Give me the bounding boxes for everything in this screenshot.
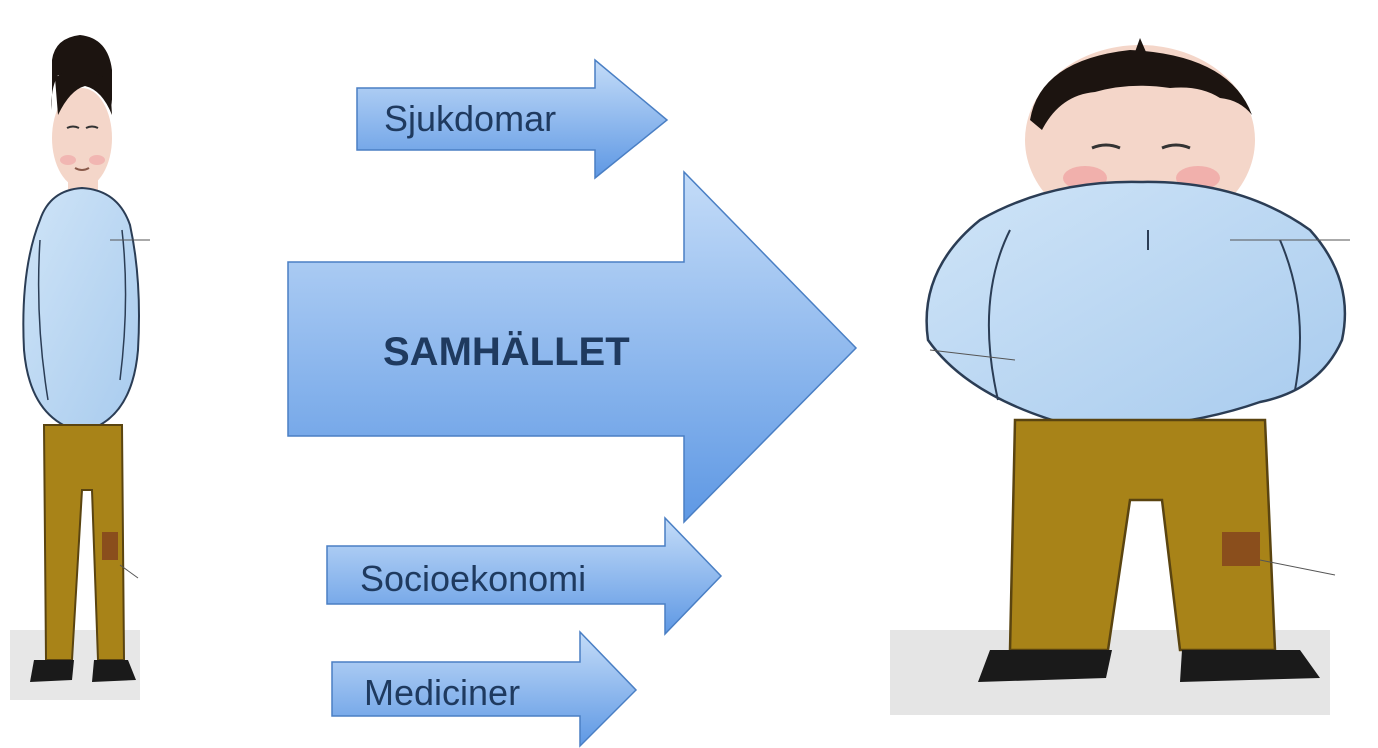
arrow-label-mediciner: Mediciner xyxy=(364,672,521,713)
arrow-samhallet xyxy=(287,170,858,524)
left-shoe xyxy=(30,660,74,682)
knee-patch xyxy=(102,532,118,560)
sweater xyxy=(22,186,140,434)
arrow-sjukdomar xyxy=(356,58,669,180)
sweater xyxy=(925,180,1347,430)
thin-boy-illustration xyxy=(10,35,150,700)
right-shoe xyxy=(1180,650,1320,682)
arrow-label-samhallet: SAMHÄLLET xyxy=(383,330,630,374)
right-shoe xyxy=(92,660,136,682)
hair xyxy=(1030,50,1252,130)
arrow-socioekonomi xyxy=(326,516,723,636)
arrow-label-socioekonomi: Socioekonomi xyxy=(360,558,587,599)
arrow-label-sjukdomar: Sjukdomar xyxy=(384,98,557,139)
heavy-boy-illustration xyxy=(890,38,1350,715)
knee-patch xyxy=(1222,532,1260,566)
left-shoe xyxy=(978,650,1112,682)
arrow-mediciner xyxy=(331,630,638,748)
